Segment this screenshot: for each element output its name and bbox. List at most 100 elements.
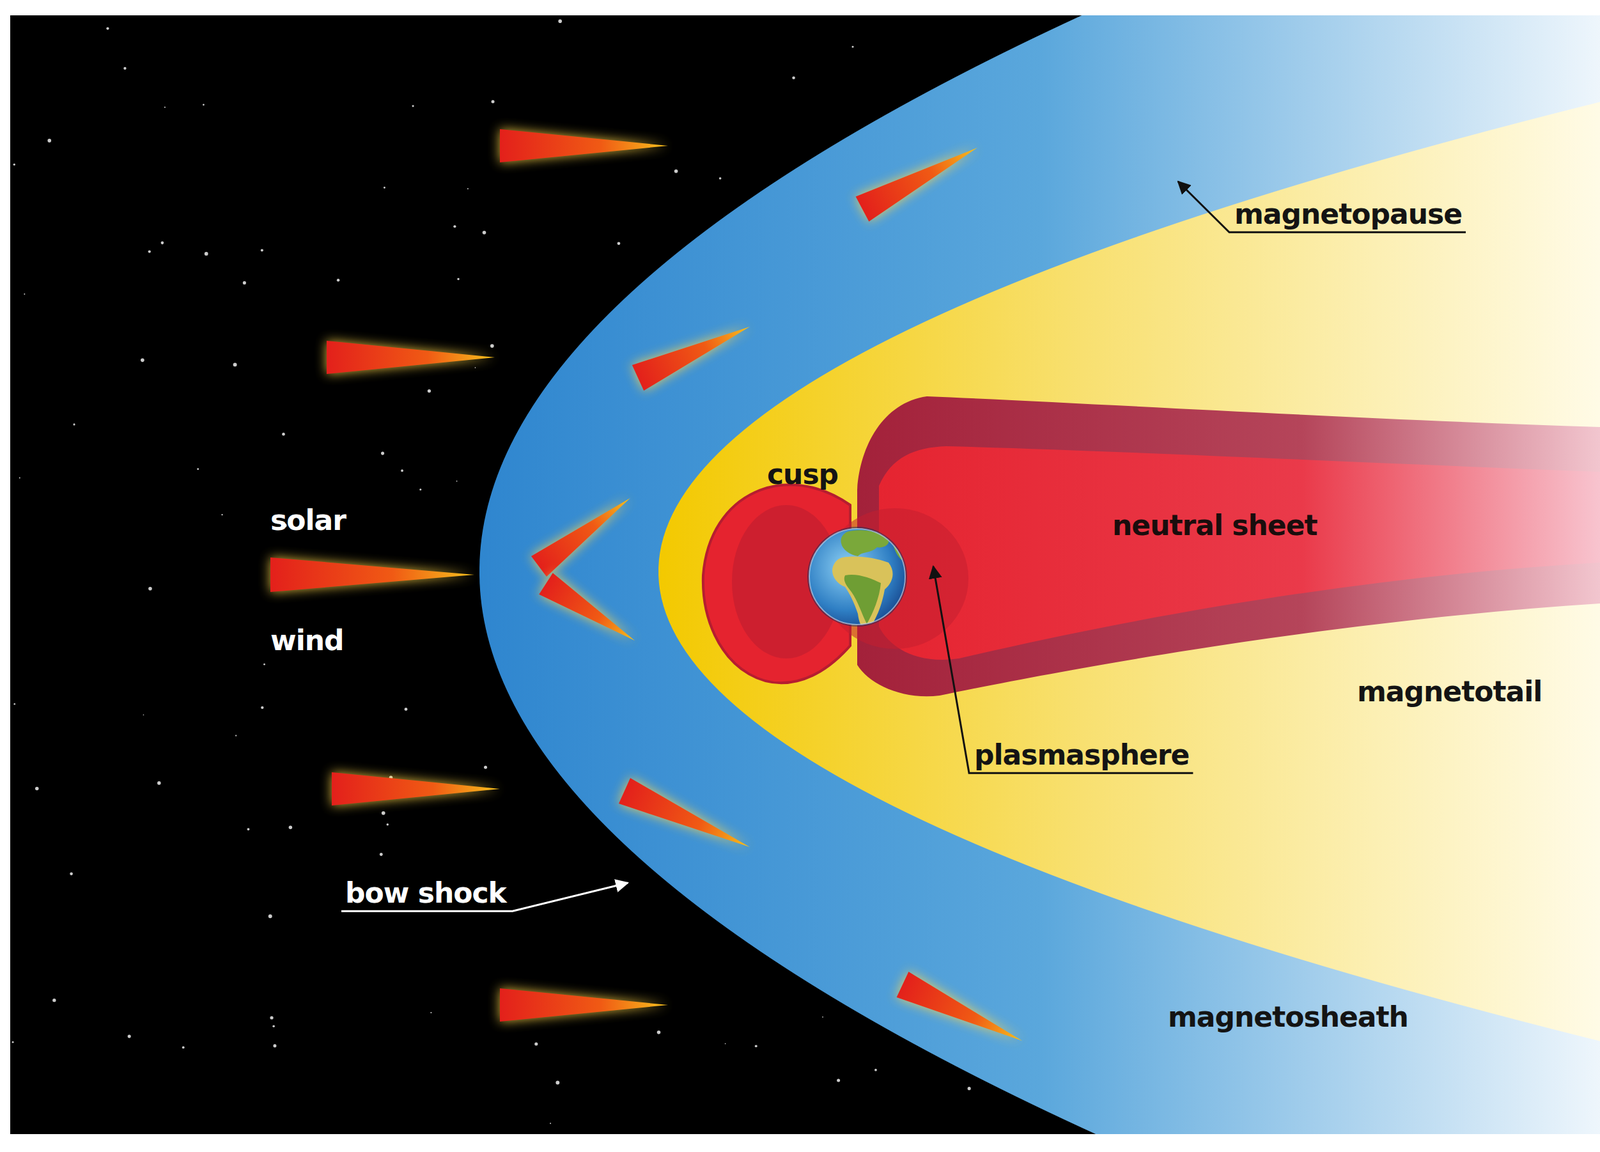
star xyxy=(260,249,264,252)
star xyxy=(453,225,456,228)
magnetopause-label: magnetopause xyxy=(1234,198,1462,230)
star xyxy=(19,476,21,479)
star xyxy=(235,735,237,737)
star xyxy=(272,1043,277,1048)
particle-wedge xyxy=(499,988,668,1022)
particle-wedge xyxy=(538,572,642,652)
solar-wind-label: wind xyxy=(270,625,344,656)
star xyxy=(13,163,16,166)
star xyxy=(491,100,495,104)
star xyxy=(143,714,145,716)
star xyxy=(233,362,238,367)
star xyxy=(852,46,855,48)
star xyxy=(269,1015,273,1019)
particle-wedge xyxy=(326,340,495,374)
leader-line xyxy=(933,566,1193,773)
star xyxy=(127,1034,132,1039)
star xyxy=(555,1080,560,1085)
magnetotail-label: magnetotail xyxy=(1357,676,1542,707)
star xyxy=(386,823,389,826)
star xyxy=(617,241,621,245)
leader-lines xyxy=(341,181,1466,911)
neutral-sheet-outer xyxy=(857,396,1600,697)
star xyxy=(482,230,487,235)
star xyxy=(657,1030,661,1035)
star xyxy=(157,781,162,785)
star xyxy=(490,343,495,348)
particle-wedge xyxy=(499,129,668,163)
star xyxy=(13,703,16,706)
particle-wedge xyxy=(855,135,985,222)
star xyxy=(419,488,422,491)
star xyxy=(148,249,151,253)
leader-line xyxy=(1178,181,1466,233)
particle-wedge xyxy=(896,971,1029,1054)
star xyxy=(263,663,266,666)
magnetosphere-region xyxy=(658,15,1600,1134)
earth xyxy=(807,526,908,630)
star xyxy=(288,825,293,829)
star xyxy=(967,1086,971,1090)
particle-wedge xyxy=(270,557,475,592)
star xyxy=(381,811,386,816)
star xyxy=(383,186,386,189)
particle-wedge xyxy=(531,487,638,577)
star xyxy=(412,104,415,107)
star xyxy=(474,366,477,369)
star xyxy=(874,1068,878,1072)
magnetosheath-label: magnetosheath xyxy=(1167,1001,1409,1033)
space-scene xyxy=(10,15,1600,1134)
star xyxy=(836,1078,840,1082)
star xyxy=(69,871,73,876)
particle-wedge xyxy=(618,777,756,860)
star xyxy=(427,389,431,393)
star xyxy=(148,586,153,591)
star xyxy=(202,103,205,106)
star xyxy=(380,451,385,456)
star xyxy=(281,432,286,436)
star xyxy=(161,241,165,245)
star xyxy=(792,76,796,80)
star xyxy=(47,138,52,143)
star xyxy=(483,765,488,769)
star xyxy=(182,1046,185,1049)
star xyxy=(196,467,199,470)
star xyxy=(260,706,264,709)
solar-wind-particles xyxy=(270,129,1028,1054)
star xyxy=(558,19,562,24)
particle-wedge xyxy=(331,772,500,806)
star xyxy=(123,67,126,70)
bow-shock-label: bow shock xyxy=(345,877,507,909)
star xyxy=(164,106,166,109)
star xyxy=(379,852,383,856)
star xyxy=(724,1043,727,1045)
star xyxy=(140,358,145,363)
star xyxy=(52,998,56,1002)
star xyxy=(35,786,39,791)
star xyxy=(23,293,25,295)
star xyxy=(534,1041,538,1046)
star xyxy=(754,1044,758,1048)
star xyxy=(242,281,247,285)
star xyxy=(549,1122,552,1124)
star xyxy=(467,187,469,190)
star xyxy=(674,169,679,174)
star xyxy=(106,26,109,30)
star xyxy=(404,707,408,711)
star xyxy=(400,469,404,472)
star xyxy=(822,1016,824,1018)
star xyxy=(221,513,223,516)
neutral-sheet-inner xyxy=(878,446,1600,660)
star xyxy=(336,278,341,282)
particle-wedge xyxy=(632,313,756,391)
star xyxy=(268,914,273,918)
star xyxy=(204,251,209,256)
neutral-sheet-label: neutral sheet xyxy=(1112,510,1318,541)
star xyxy=(719,177,722,180)
cusp-label: cusp xyxy=(767,458,839,490)
star xyxy=(12,1041,15,1044)
plasmasphere-label: plasmasphere xyxy=(974,739,1189,771)
star xyxy=(272,1024,275,1028)
